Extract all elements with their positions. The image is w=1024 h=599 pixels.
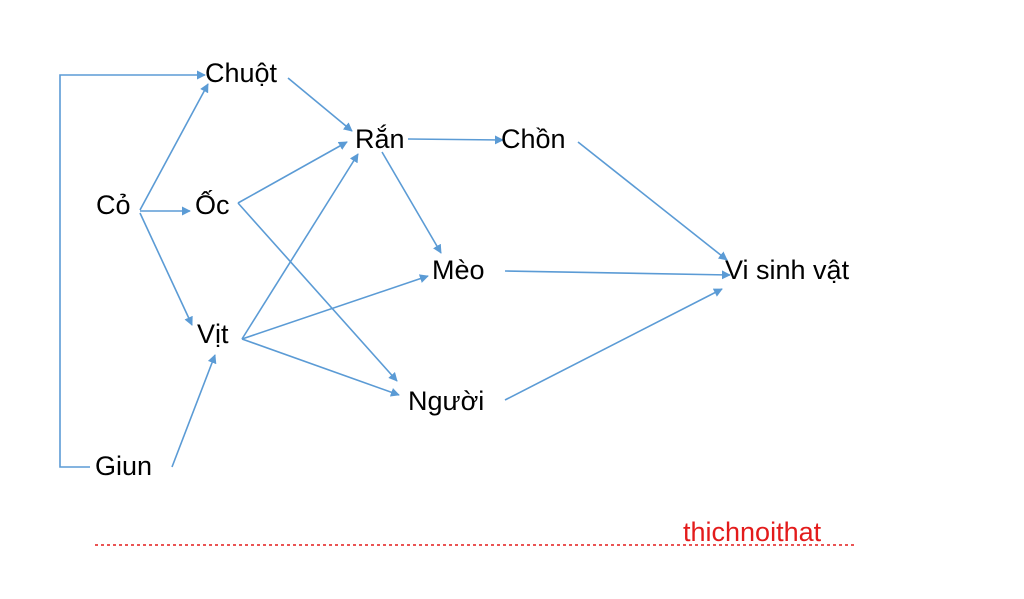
nodes-group: Cỏ Chuột Ốc Vịt Giun Rắn Chồn Mèo Người …: [95, 58, 850, 481]
node-meo: Mèo: [432, 255, 485, 285]
node-giun: Giun: [95, 451, 152, 481]
edge-nguoi-to-vsv: [504, 288, 723, 401]
node-oc: Ốc: [195, 188, 230, 220]
edge-co-to-vit: [139, 212, 193, 326]
edge-oc-to-nguoi: [237, 202, 398, 382]
edges-group: [59, 70, 731, 468]
node-co: Cỏ: [96, 190, 131, 220]
edge-ran-to-chon: [407, 135, 504, 145]
edge-chuot-to-ran: [287, 77, 353, 132]
edge-chon-to-vsv: [577, 141, 728, 261]
node-nguoi: Người: [408, 386, 484, 416]
edge-giun-to-chuot: [59, 70, 206, 468]
node-vi-sinh-vat: Vi sinh vật: [725, 255, 850, 285]
edge-giun-to-vit: [171, 354, 217, 468]
edge-vit-to-ran: [241, 153, 359, 340]
edge-vit-to-meo: [241, 274, 429, 340]
edge-co-to-chuot: [139, 83, 209, 211]
watermark: thichnoithat: [95, 517, 855, 547]
edge-oc-to-ran: [237, 141, 348, 204]
watermark-text: thichnoithat: [683, 517, 822, 547]
edge-vit-to-nguoi: [241, 338, 400, 397]
node-vit: Vịt: [197, 319, 229, 349]
edge-ran-to-meo: [381, 151, 442, 254]
node-chon: Chồn: [501, 124, 566, 154]
edge-meo-to-vsv: [504, 270, 731, 280]
node-ran: Rắn: [355, 123, 405, 154]
node-chuot: Chuột: [205, 58, 278, 88]
